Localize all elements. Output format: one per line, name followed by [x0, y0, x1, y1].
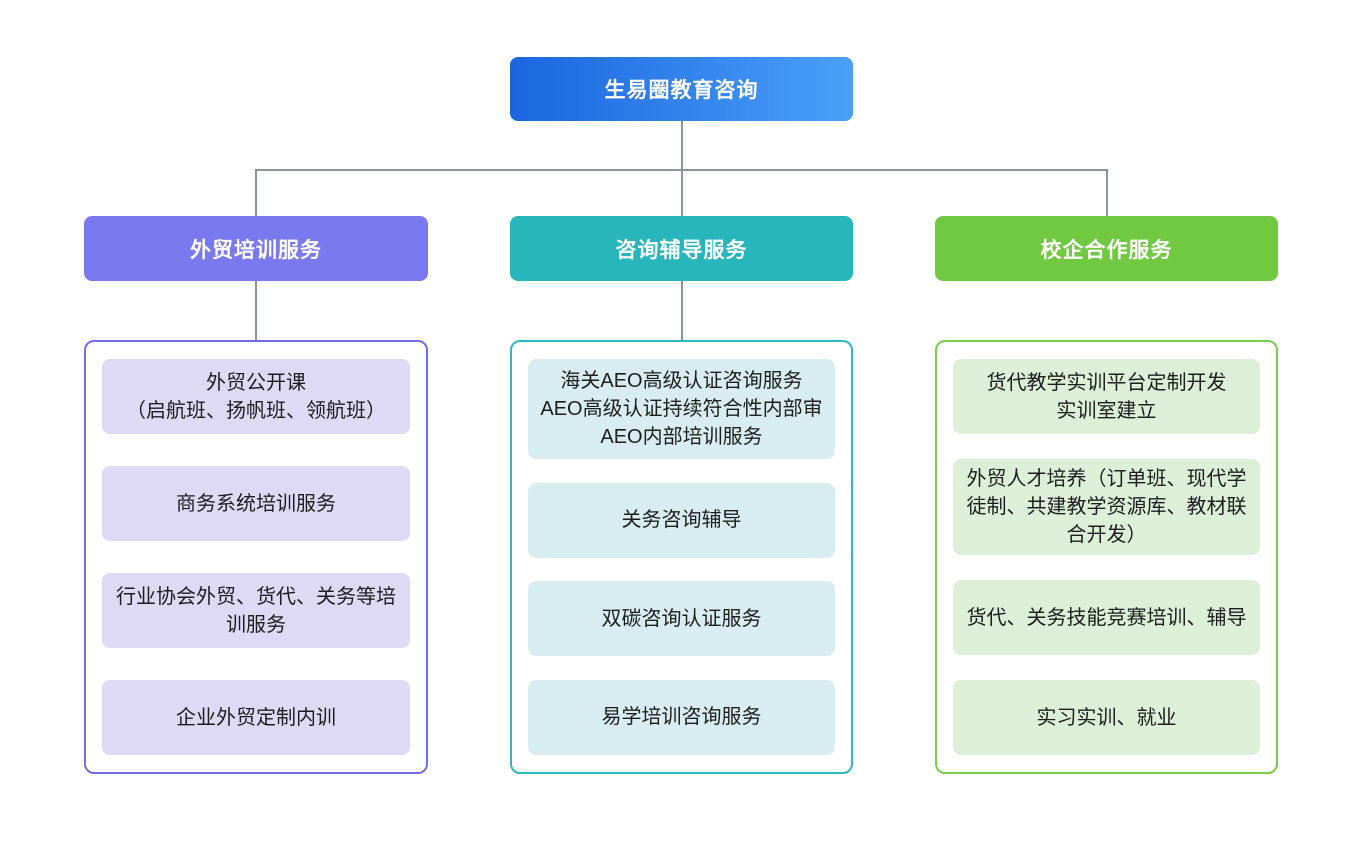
- service-item-line: 外贸人才培养（订单班、现代学徒制、共建教学资源库、教材联合开发）: [966, 468, 1247, 546]
- service-item-line: 企业外贸定制内训: [176, 706, 336, 729]
- service-item: 双碳咨询认证服务: [528, 581, 835, 657]
- service-item-line: 易学培训咨询服务: [601, 706, 762, 729]
- service-item-line: 货代教学实训平台定制开发: [986, 371, 1227, 394]
- service-item: 实习实训、就业: [953, 680, 1260, 755]
- branch-header-school-enterprise: 校企合作服务: [935, 216, 1278, 281]
- service-item-line: 实习实训、就业: [1036, 706, 1177, 729]
- service-item-line: AEO内部培训服务: [600, 426, 763, 448]
- service-item-line: AEO高级认证持续符合性内部审: [540, 398, 823, 420]
- service-item: 企业外贸定制内训: [102, 680, 410, 755]
- connector-drop-right: [1106, 169, 1108, 216]
- service-item-line: 货代、关务技能竞赛培训、辅导: [966, 606, 1247, 629]
- service-item-line: 行业协会外贸、货代、关务等培训服务: [116, 585, 396, 636]
- connector-middle-header-body: [681, 281, 683, 340]
- branch-container-school-enterprise: 货代教学实训平台定制开发 实训室建立 外贸人才培养（订单班、现代学徒制、共建教学…: [935, 340, 1278, 774]
- root-node-label: 生易圈教育咨询: [604, 79, 759, 102]
- branch-header-consulting-coaching: 咨询辅导服务: [510, 216, 853, 281]
- service-item: 货代、关务技能竞赛培训、辅导: [953, 580, 1260, 655]
- service-item-line: 实训室建立: [1056, 399, 1157, 422]
- service-item: 关务咨询辅导: [528, 482, 835, 558]
- service-item-line: 商务系统培训服务: [176, 492, 336, 515]
- branch-header-foreign-trade-training: 外贸培训服务: [84, 216, 428, 281]
- connector-drop-left: [255, 169, 257, 216]
- service-item: 商务系统培训服务: [102, 466, 410, 541]
- root-node: 生易圈教育咨询: [510, 57, 853, 121]
- service-item-line: 关务咨询辅导: [621, 509, 742, 532]
- branch-header-label: 校企合作服务: [1040, 238, 1173, 262]
- connector-root-down: [681, 121, 683, 170]
- service-item: 海关AEO高级认证咨询服务 AEO高级认证持续符合性内部审 AEO内部培训服务: [528, 359, 835, 459]
- branch-header-label: 外贸培训服务: [190, 238, 322, 262]
- service-item: 行业协会外贸、货代、关务等培训服务: [102, 573, 410, 648]
- connector-drop-middle: [681, 169, 683, 216]
- connector-left-header-body: [255, 281, 257, 340]
- service-item: 易学培训咨询服务: [528, 679, 835, 755]
- branch-container-foreign-trade-training: 外贸公开课 （启航班、扬帆班、领航班） 商务系统培训服务 行业协会外贸、货代、关…: [84, 340, 428, 774]
- service-item-line: 海关AEO高级认证咨询服务: [560, 370, 803, 392]
- branch-header-label: 咨询辅导服务: [615, 238, 748, 262]
- service-item: 货代教学实训平台定制开发 实训室建立: [953, 359, 1260, 434]
- service-item-line: 双碳咨询认证服务: [601, 607, 762, 630]
- branch-container-consulting-coaching: 海关AEO高级认证咨询服务 AEO高级认证持续符合性内部审 AEO内部培训服务 …: [510, 340, 853, 774]
- service-item: 外贸人才培养（订单班、现代学徒制、共建教学资源库、教材联合开发）: [953, 459, 1260, 555]
- service-item: 外贸公开课 （启航班、扬帆班、领航班）: [102, 359, 410, 434]
- service-item-line: （启航班、扬帆班、领航班）: [126, 399, 386, 422]
- service-item-line: 外贸公开课: [206, 371, 306, 394]
